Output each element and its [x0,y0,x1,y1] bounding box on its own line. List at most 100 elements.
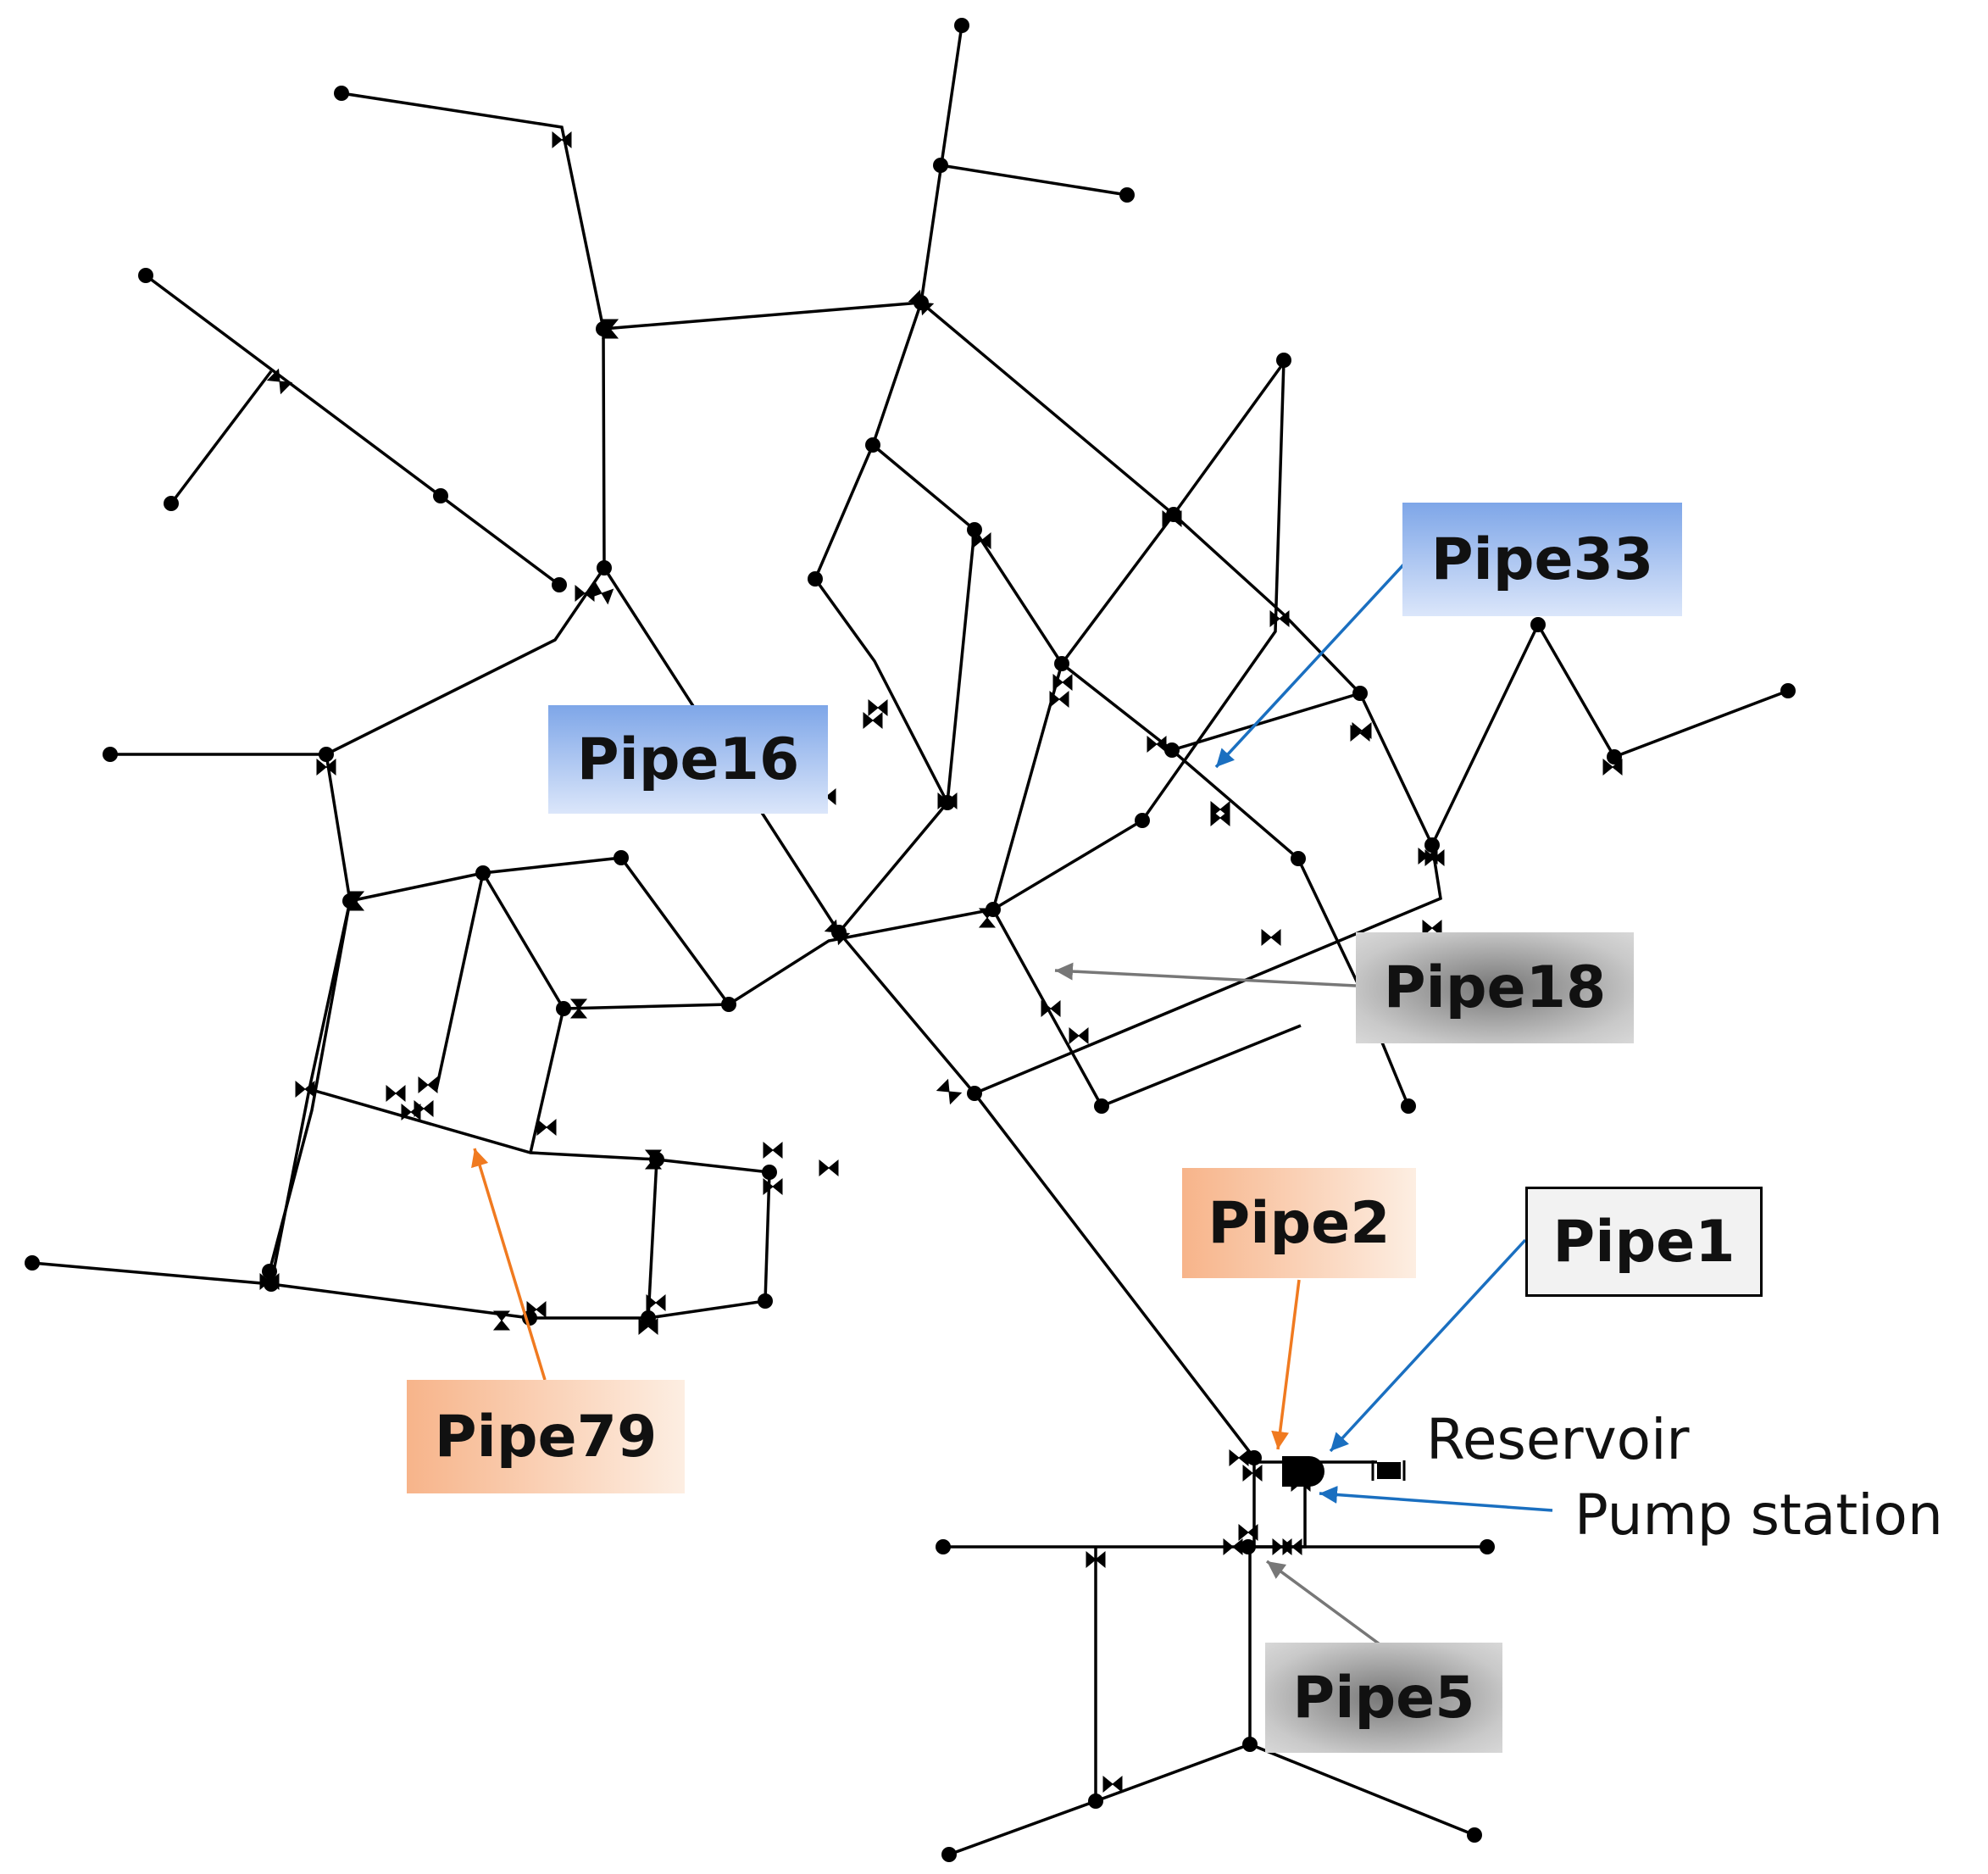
valve-icon [1261,928,1281,947]
label-pipe33: Pipe33 [1402,503,1682,616]
junction-node [1467,1827,1482,1843]
pipe-segment [1171,692,1361,752]
junction-node [475,865,491,881]
junction-node [614,850,629,865]
valve-icon [868,698,888,717]
junction-node [1088,1793,1103,1809]
pipe-segment [268,753,352,1272]
pipe-segment [948,1799,1097,1856]
valve-icon [1269,609,1290,628]
pipe-segment [110,328,606,756]
valve-icon [936,1078,963,1105]
pipe-segment [31,1087,771,1320]
junction-node [103,747,118,762]
junction-node [1780,683,1796,698]
valve-icon [863,711,883,730]
junction-node [721,997,736,1012]
label-reservoir: Reservoir [1426,1407,1690,1472]
junction-node [941,1847,957,1862]
junction-node [1164,742,1180,758]
pipe-segment [647,1159,658,1319]
junction-node [1135,813,1150,828]
arrow-pipe2 [1271,1279,1301,1450]
junction-node [967,1086,982,1101]
label-pipe5-text: Pipe5 [1292,1664,1475,1732]
valve-icon [819,1159,839,1177]
junction-node [1480,1539,1495,1554]
label-pump-station: Pump station [1574,1482,1943,1548]
valve-icon [1229,1449,1249,1467]
pipe-segment [144,274,561,587]
label-pipe5: Pipe5 [1265,1643,1502,1753]
junction-node [808,571,823,587]
valve-icon [1052,673,1073,692]
pump-symbol [1282,1456,1324,1487]
junction-node [334,86,349,101]
arrow-pipe1 [1329,1238,1527,1453]
label-pipe16: Pipe16 [548,705,828,814]
junction-node [1242,1737,1258,1752]
junction-node [762,1165,777,1180]
pipe-segment [481,872,730,1010]
arrow-pipe33 [1214,558,1410,769]
junction-node [1401,1098,1416,1114]
pipe-segment [946,529,976,804]
junction-node [933,158,948,173]
junction-node [262,1264,277,1279]
junction-node [1530,617,1546,632]
pipe-segment [169,370,273,505]
valve-icon [401,1103,421,1121]
valve-icon [1422,919,1442,937]
junction-node [1607,749,1622,765]
valve-icon [1041,999,1061,1018]
junction-node [1247,1450,1262,1465]
valve-icon [316,758,336,776]
label-pipe16-text: Pipe16 [576,726,800,793]
junction-node [940,795,955,810]
label-pipe18: Pipe18 [1356,932,1634,1043]
junction-node [967,522,982,537]
arrow-pump-station [1319,1486,1553,1512]
junction-node [986,902,1001,917]
junction-nodes [25,18,1796,1862]
junction-node [25,1255,40,1271]
label-pipe33-text: Pipe33 [1430,525,1654,593]
junction-node [433,488,448,503]
junction-node [641,1310,656,1326]
junction-node [1166,507,1181,522]
valve-icon [569,998,588,1019]
pipe-segment [1094,1547,1475,1837]
label-pipe79: Pipe79 [407,1380,685,1493]
junction-node [936,1539,951,1554]
valve-icon [386,1084,406,1103]
valve-icon [575,584,595,603]
junction-node [1276,353,1291,368]
junction-node [1291,851,1306,866]
label-pipe79-text: Pipe79 [434,1403,658,1471]
valve-icon [266,368,293,395]
junction-node [1054,656,1069,671]
valve-icon [763,1141,783,1159]
valve-icon [1238,1523,1258,1542]
valve-icon [1069,1026,1089,1045]
valve-icon [1242,1464,1263,1482]
pipe-segment [814,302,950,934]
pipe-segment [603,567,1256,1460]
junction-node [649,1152,664,1167]
arrow-pipe79 [471,1148,547,1381]
junction-node [865,437,880,453]
valve-icon [1223,1538,1243,1556]
junction-node [138,268,153,283]
junction-node [954,18,969,33]
junction-node [552,577,567,592]
valve-icon [1049,690,1069,709]
pipe-segment [940,164,1128,197]
pipe-segment [871,443,1410,1107]
label-pipe2: Pipe2 [1182,1168,1416,1278]
valve-icon [1102,1775,1123,1793]
valve-icon [646,1293,666,1312]
pipe-segment [974,844,1442,1095]
valve-icon [1210,809,1230,827]
junction-node [342,893,358,909]
